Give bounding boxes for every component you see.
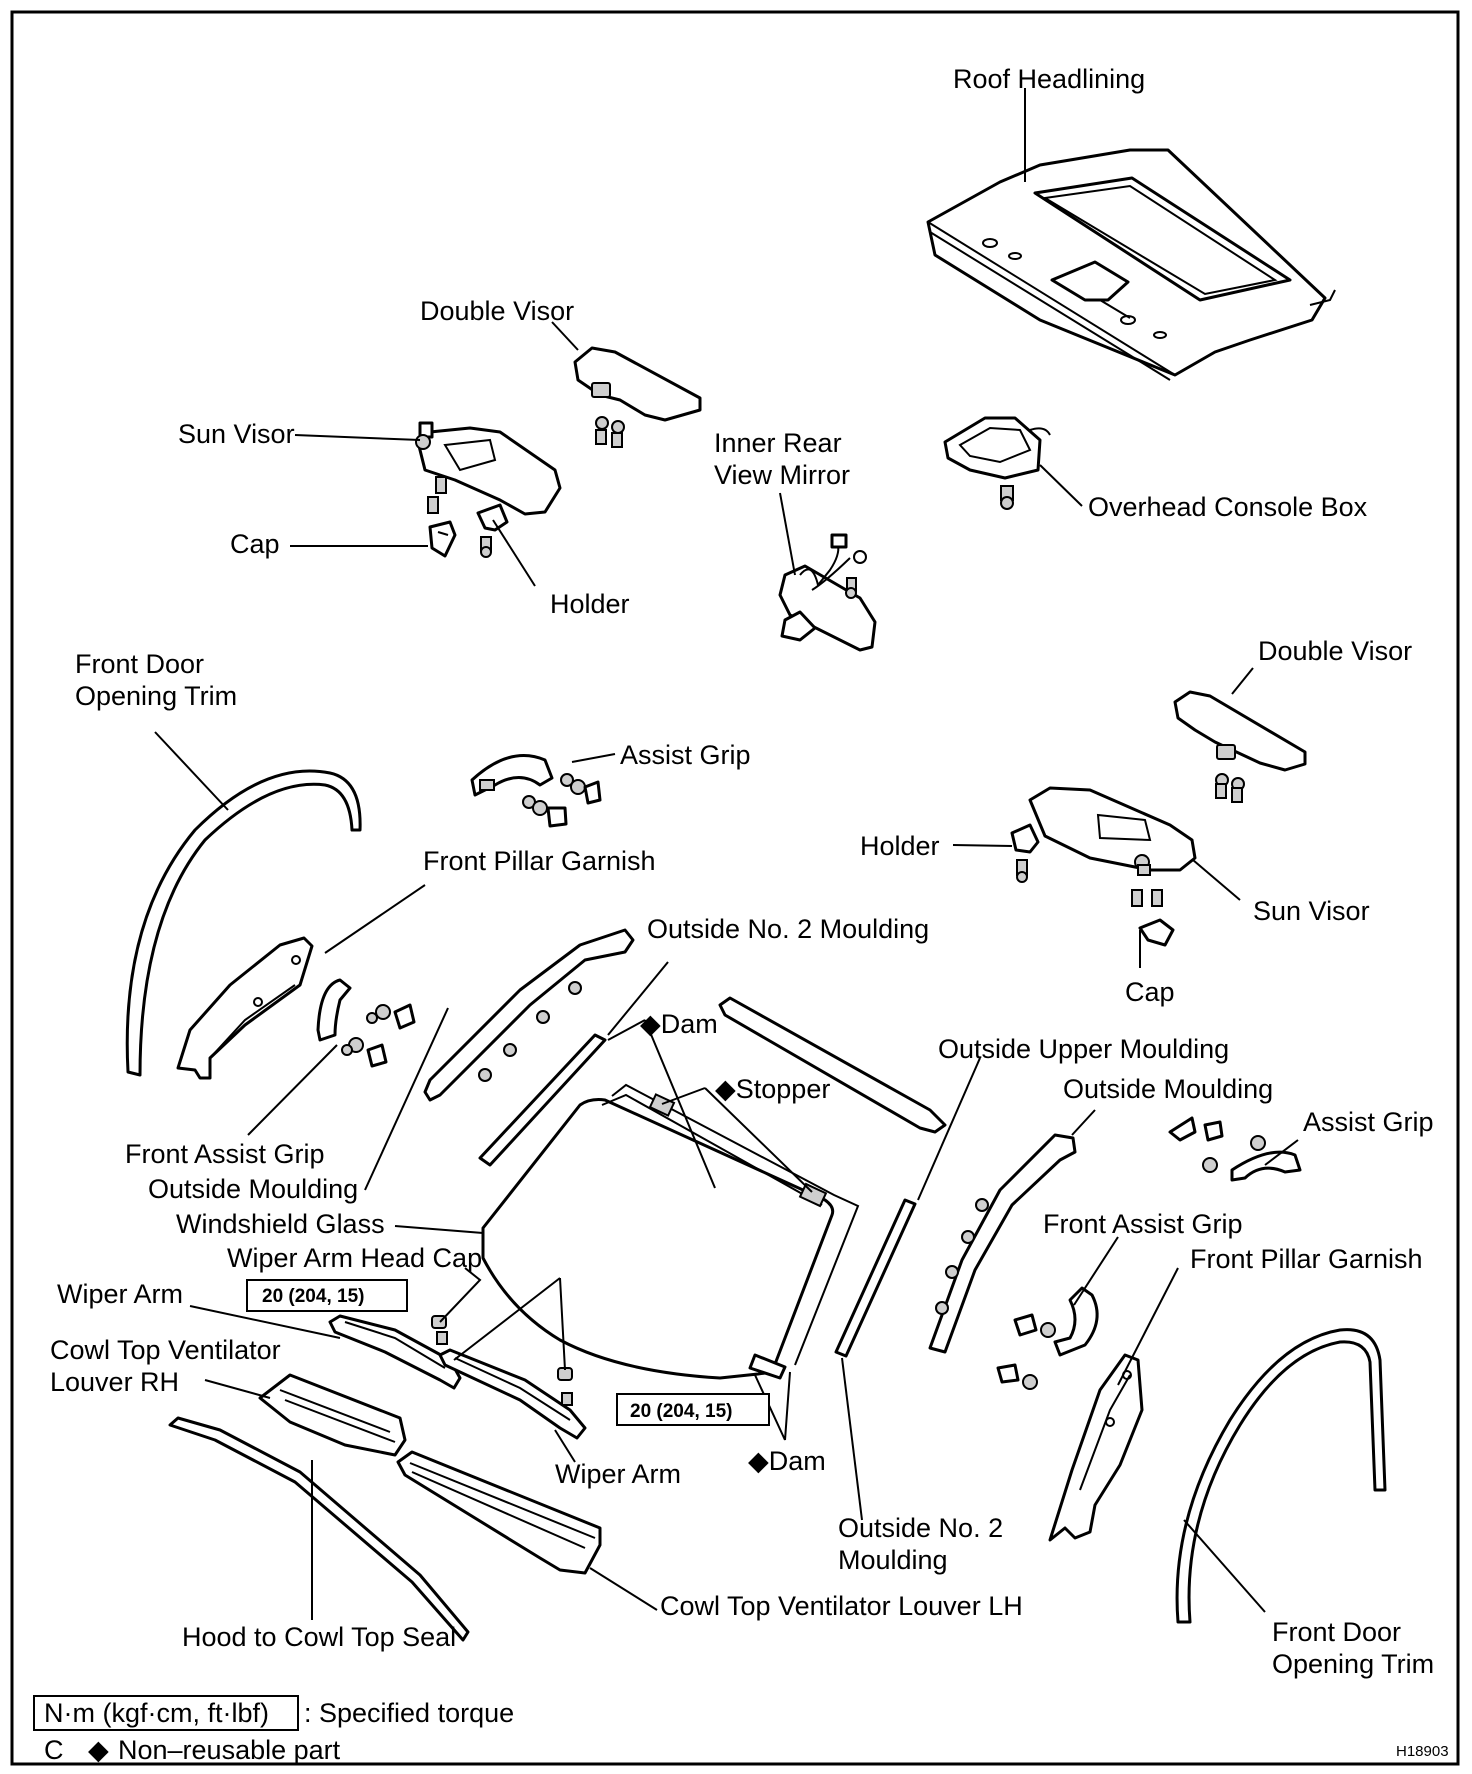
labels: Roof Headlining Double Visor Sun Visor C… xyxy=(50,64,1434,1679)
label-front-pillar-garnish-left: Front Pillar Garnish xyxy=(423,846,656,876)
label-front-door-trim-left-2: Opening Trim xyxy=(75,681,237,711)
outside-moulding-right-part xyxy=(928,1133,1077,1354)
front-door-trim-right-part xyxy=(1175,1328,1387,1624)
label-assist-grip-right: Assist Grip xyxy=(1303,1107,1434,1137)
label-outside-moulding-left: Outside Moulding xyxy=(148,1174,358,1204)
torque-spec-left: 20 (204, 15) xyxy=(246,1279,408,1312)
label-front-assist-grip-left: Front Assist Grip xyxy=(125,1139,325,1169)
label-sun-visor-left: Sun Visor xyxy=(178,419,295,449)
legend-mark-prefix: C xyxy=(44,1735,64,1765)
label-cowl-louver-rh-1: Cowl Top Ventilator xyxy=(50,1335,281,1365)
label-windshield-glass: Windshield Glass xyxy=(176,1209,385,1239)
label-dam-top-text: Dam xyxy=(661,1009,718,1039)
double-visor-right-part xyxy=(1173,690,1307,803)
assist-grip-top-part xyxy=(470,754,602,828)
windshield-glass-part xyxy=(481,1083,860,1380)
outside-upper-moulding-part xyxy=(718,996,947,1134)
diagram-frame xyxy=(10,10,1460,1766)
label-front-pillar-garnish-right: Front Pillar Garnish xyxy=(1190,1244,1423,1274)
label-inner-mirror-1: Inner Rear xyxy=(714,428,842,458)
label-outside-no2-moulding-bottom-1: Outside No. 2 xyxy=(838,1513,1003,1543)
label-inner-mirror-2: View Mirror xyxy=(714,460,850,490)
torque-spec-right: 20 (204, 15) xyxy=(616,1393,770,1426)
non-reusable-mark: ◆ xyxy=(715,1074,736,1104)
non-reusable-mark: ◆ xyxy=(640,1009,661,1039)
label-front-door-trim-left-1: Front Door xyxy=(75,649,204,679)
label-outside-no2-moulding-bottom-2: Moulding xyxy=(838,1545,948,1575)
torque-value-left: 20 (204, 15) xyxy=(262,1286,364,1307)
label-cap-left: Cap xyxy=(230,529,280,559)
label-holder-right: Holder xyxy=(860,831,940,861)
legend-torque-units: N·m (kgf·cm, ft·lbf) xyxy=(44,1698,269,1728)
outside-moulding-left-part xyxy=(423,928,635,1102)
legend-torque-desc: : Specified torque xyxy=(304,1698,514,1728)
front-pillar-garnish-left-part xyxy=(176,936,314,1080)
assist-grip-right-part xyxy=(1168,1116,1302,1182)
label-outside-moulding-right: Outside Moulding xyxy=(1063,1074,1273,1104)
front-assist-grip-right-part xyxy=(996,1286,1099,1390)
front-door-trim-left-part xyxy=(125,769,362,1077)
double-visor-left-part xyxy=(573,346,702,448)
holder-left-part xyxy=(476,503,509,558)
inner-mirror-part xyxy=(778,533,877,652)
cap-left-part xyxy=(428,520,457,558)
label-assist-grip-top: Assist Grip xyxy=(620,740,751,770)
torque-value-right: 20 (204, 15) xyxy=(630,1401,732,1422)
label-outside-upper-moulding: Outside Upper Moulding xyxy=(938,1034,1229,1064)
label-front-assist-grip-right: Front Assist Grip xyxy=(1043,1209,1243,1239)
cowl-louver-lh-part xyxy=(396,1450,602,1575)
label-wiper-arm-head-cap: Wiper Arm Head Cap xyxy=(227,1243,482,1273)
holder-right-part xyxy=(1010,823,1040,883)
wiper-arm-bottom-part xyxy=(438,1348,587,1440)
sun-visor-right-part xyxy=(1028,786,1197,907)
label-wiper-arm-left: Wiper Arm xyxy=(57,1279,183,1309)
label-outside-no2-moulding-top: Outside No. 2 Moulding xyxy=(647,914,929,944)
sun-visor-left-part xyxy=(415,421,562,516)
label-front-door-trim-right-2: Opening Trim xyxy=(1272,1649,1434,1679)
legend: N·m (kgf·cm, ft·lbf) : Specified torque … xyxy=(33,1695,514,1765)
legend-mark-desc: Non–reusable part xyxy=(118,1735,341,1765)
non-reusable-mark: ◆ xyxy=(748,1446,769,1476)
figure-id: H18903 xyxy=(1396,1743,1449,1760)
outside-no2-moulding-right-part xyxy=(834,1198,917,1358)
label-double-visor-left: Double Visor xyxy=(420,296,574,326)
label-roof-headlining: Roof Headlining xyxy=(953,64,1145,94)
label-stopper: ◆Stopper xyxy=(715,1074,830,1104)
front-pillar-garnish-right-part xyxy=(1048,1353,1144,1542)
label-dam-bottom-text: Dam xyxy=(769,1446,826,1476)
legend-mark-symbol: ◆ xyxy=(88,1735,109,1765)
label-double-visor-right: Double Visor xyxy=(1258,636,1412,666)
label-cowl-louver-lh: Cowl Top Ventilator Louver LH xyxy=(660,1591,1023,1621)
label-stopper-text: Stopper xyxy=(736,1074,831,1104)
label-holder-left: Holder xyxy=(550,589,630,619)
cowl-louver-rh-part xyxy=(258,1373,407,1457)
leader-lines xyxy=(154,88,1299,1620)
roof-headlining-part xyxy=(926,148,1336,381)
hood-cowl-seal-part xyxy=(168,1416,470,1642)
label-dam-top: ◆Dam xyxy=(640,1009,718,1039)
cap-right-part xyxy=(1138,918,1175,947)
label-sun-visor-right: Sun Visor xyxy=(1253,896,1370,926)
outside-no2-moulding-left-part xyxy=(478,1033,607,1167)
overhead-console-part xyxy=(943,416,1051,510)
front-assist-grip-left-part xyxy=(316,978,416,1068)
label-hood-cowl-seal: Hood to Cowl Top Seal xyxy=(182,1622,456,1652)
label-dam-bottom: ◆Dam xyxy=(748,1446,826,1476)
label-wiper-arm-bottom: Wiper Arm xyxy=(555,1459,681,1489)
label-front-door-trim-right-1: Front Door xyxy=(1272,1617,1401,1647)
label-cap-right: Cap xyxy=(1125,977,1175,1007)
wiper-arm-left-part xyxy=(328,1314,462,1390)
label-overhead-console: Overhead Console Box xyxy=(1088,492,1368,522)
label-cowl-louver-rh-2: Louver RH xyxy=(50,1367,179,1397)
